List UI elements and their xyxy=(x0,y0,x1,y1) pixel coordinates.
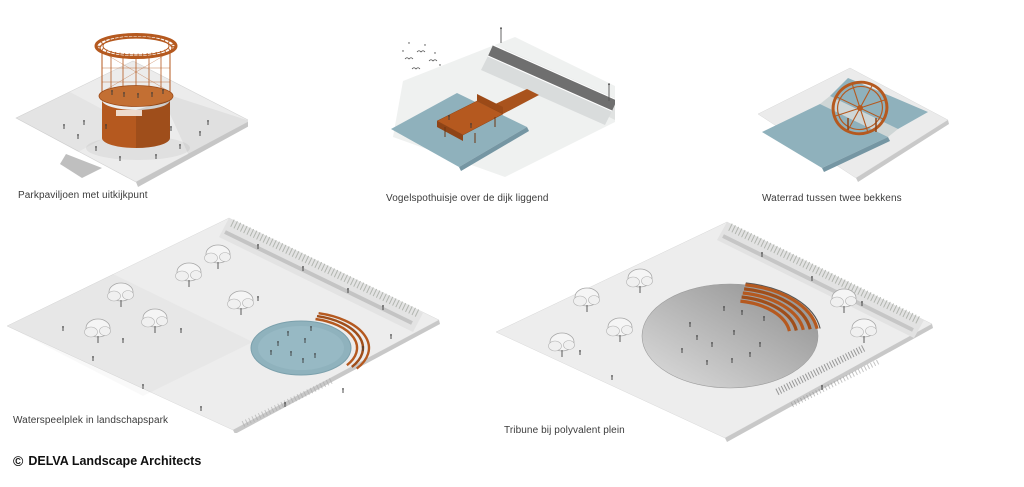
figure-waterrad: Waterrad tussen twee bekkens xyxy=(752,52,952,207)
tower-deck xyxy=(98,85,174,107)
vegetation-hatch xyxy=(241,377,335,427)
tribune-illustration xyxy=(495,221,933,442)
vogelspothuisje-illustration xyxy=(391,27,615,177)
dike-band xyxy=(717,222,924,338)
figure-tribune: Tribune bij polyvalent plein xyxy=(492,212,937,447)
tower-drum xyxy=(102,100,170,148)
tower-crown-ring xyxy=(94,33,178,59)
lamp-posts xyxy=(500,27,610,101)
figure-caption: Parkpaviljoen met uitkijkpunt xyxy=(18,190,148,201)
figure-caption: Vogelspothuisje over de dijk liggend xyxy=(386,193,549,204)
copyright-icon: © xyxy=(13,453,24,469)
dike-path xyxy=(487,44,615,112)
figure-caption: Waterrad tussen twee bekkens xyxy=(762,193,902,204)
waterrad-illustration xyxy=(757,67,949,182)
bird-flock xyxy=(402,42,441,70)
water-play-pond xyxy=(250,320,352,376)
credit-text: DELVA Landscape Architects xyxy=(28,454,202,468)
tribune-steps xyxy=(740,282,821,332)
copyright-credit: © DELVA Landscape Architects xyxy=(13,453,201,469)
vegetation-scrub xyxy=(775,344,882,408)
figure-parkpaviljoen: Parkpaviljoen met uitkijkpunt xyxy=(8,6,248,206)
bird-hide-structure xyxy=(436,89,539,143)
water-wheel xyxy=(831,80,889,136)
waterspeelplek-illustration xyxy=(6,217,440,433)
parkpaviljoen-illustration xyxy=(15,33,248,187)
plaza-circle xyxy=(641,283,819,389)
figure-caption: Tribune bij polyvalent plein xyxy=(504,425,625,436)
wheel-supports xyxy=(847,118,877,132)
curved-benches xyxy=(315,312,371,370)
figure-caption: Waterspeelplek in landschapspark xyxy=(13,415,169,426)
figure-waterspeelplek: Waterspeelplek in landschapspark xyxy=(3,208,443,443)
figure-vogelspothuisje: Vogelspothuisje over de dijk liggend xyxy=(385,25,615,210)
dike-band xyxy=(219,218,423,332)
